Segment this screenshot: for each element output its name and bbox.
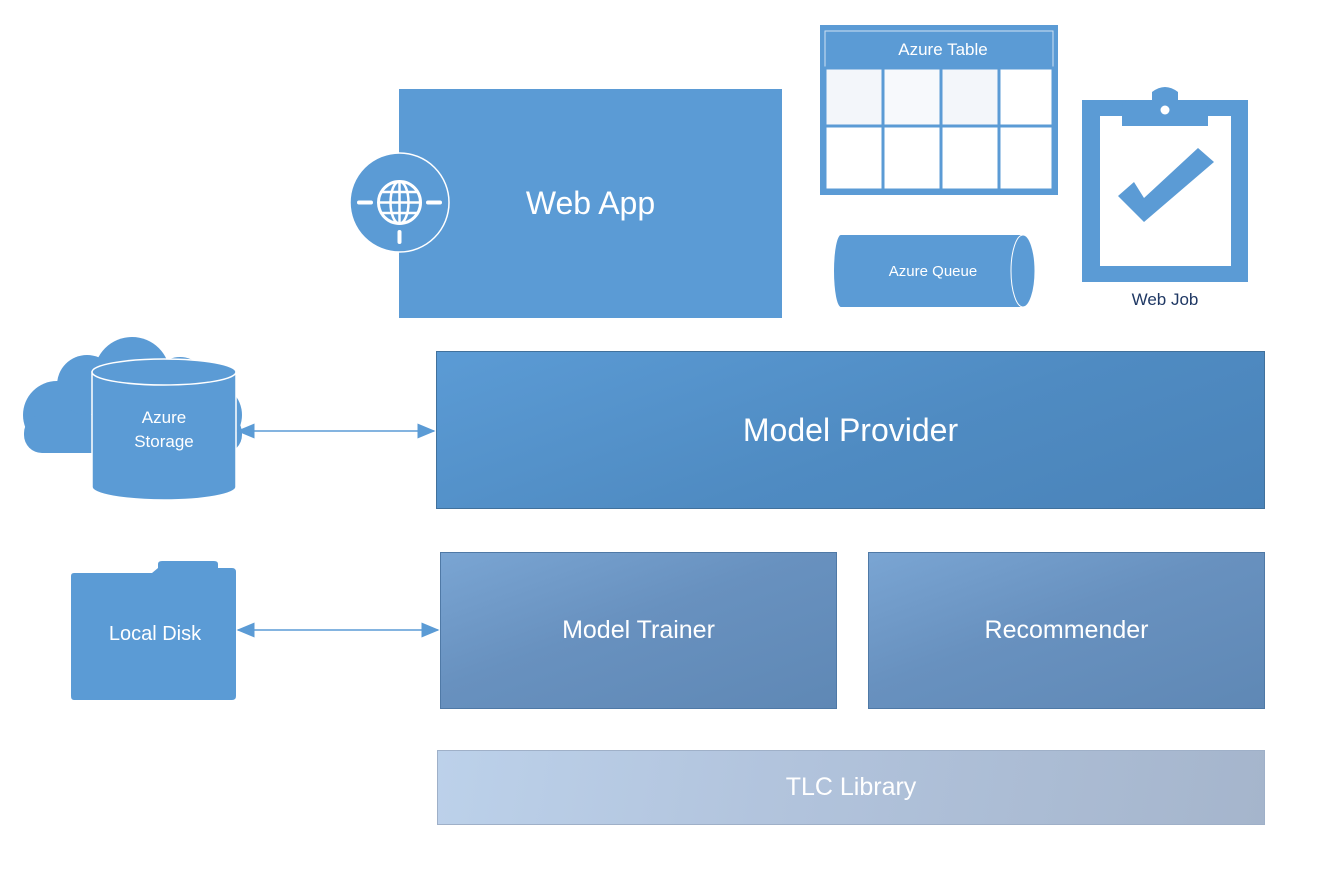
clipboard-check-icon: [1082, 87, 1248, 282]
azure-table-label: Azure Table: [898, 40, 987, 59]
local-disk-label: Local Disk: [109, 623, 202, 645]
queue-cylinder-icon: Azure Queue: [834, 234, 1036, 308]
model-trainer-box: Model Trainer: [440, 552, 837, 709]
cloud-database-icon: Azure Storage: [23, 337, 242, 501]
web-job-label: Web Job: [1131, 290, 1199, 309]
folder-icon: Local Disk: [71, 561, 236, 700]
web-app-label: Web App: [525, 185, 656, 221]
table-icon: Azure Table: [820, 25, 1058, 195]
azure-queue-label: Azure Queue: [889, 263, 977, 280]
web-app-box: Web App: [399, 89, 782, 318]
azure-storage-label-line1: Azure: [142, 408, 186, 427]
tlc-library-box: TLC Library: [437, 750, 1265, 825]
model-trainer-label: Model Trainer: [562, 616, 715, 644]
model-provider-box: Model Provider: [436, 351, 1265, 509]
globe-icon: [349, 152, 450, 253]
recommender-label: Recommender: [984, 616, 1149, 644]
azure-storage-label-line2: Storage: [134, 432, 194, 451]
recommender-box: Recommender: [868, 552, 1265, 709]
tlc-library-label: TLC Library: [785, 773, 917, 801]
model-provider-label: Model Provider: [742, 411, 959, 448]
